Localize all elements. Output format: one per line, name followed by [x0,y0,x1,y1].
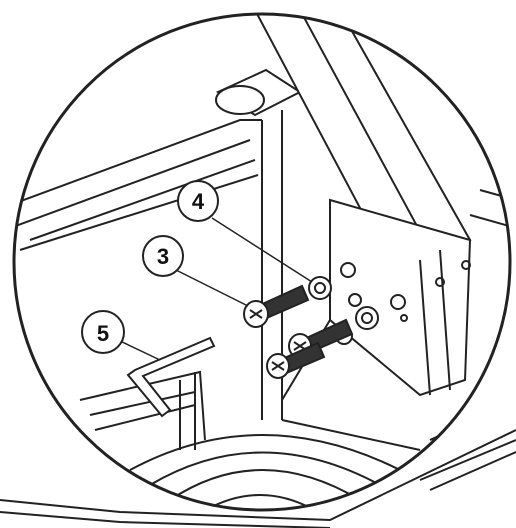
leader-line-3 [175,269,249,307]
floor-plate [0,429,516,528]
callout-5: 5 [81,310,125,354]
bolt-lower [266,341,326,379]
leader-line-4 [211,217,313,283]
callout-3-label: 3 [157,244,169,269]
detail-circle [12,12,512,512]
leader-lines [117,217,313,361]
leader-line-5 [117,339,161,361]
callout-5-bubble [81,310,125,354]
callout-5-label: 5 [97,321,109,346]
bolt-upper [243,284,310,328]
hex-key [126,336,216,418]
callout-4-bubble [177,180,219,222]
callout-4-label: 4 [192,189,205,214]
washer [308,276,379,345]
callout-3: 3 [142,235,184,277]
callout-3-bubble [142,235,184,277]
callout-4: 4 [177,180,219,222]
